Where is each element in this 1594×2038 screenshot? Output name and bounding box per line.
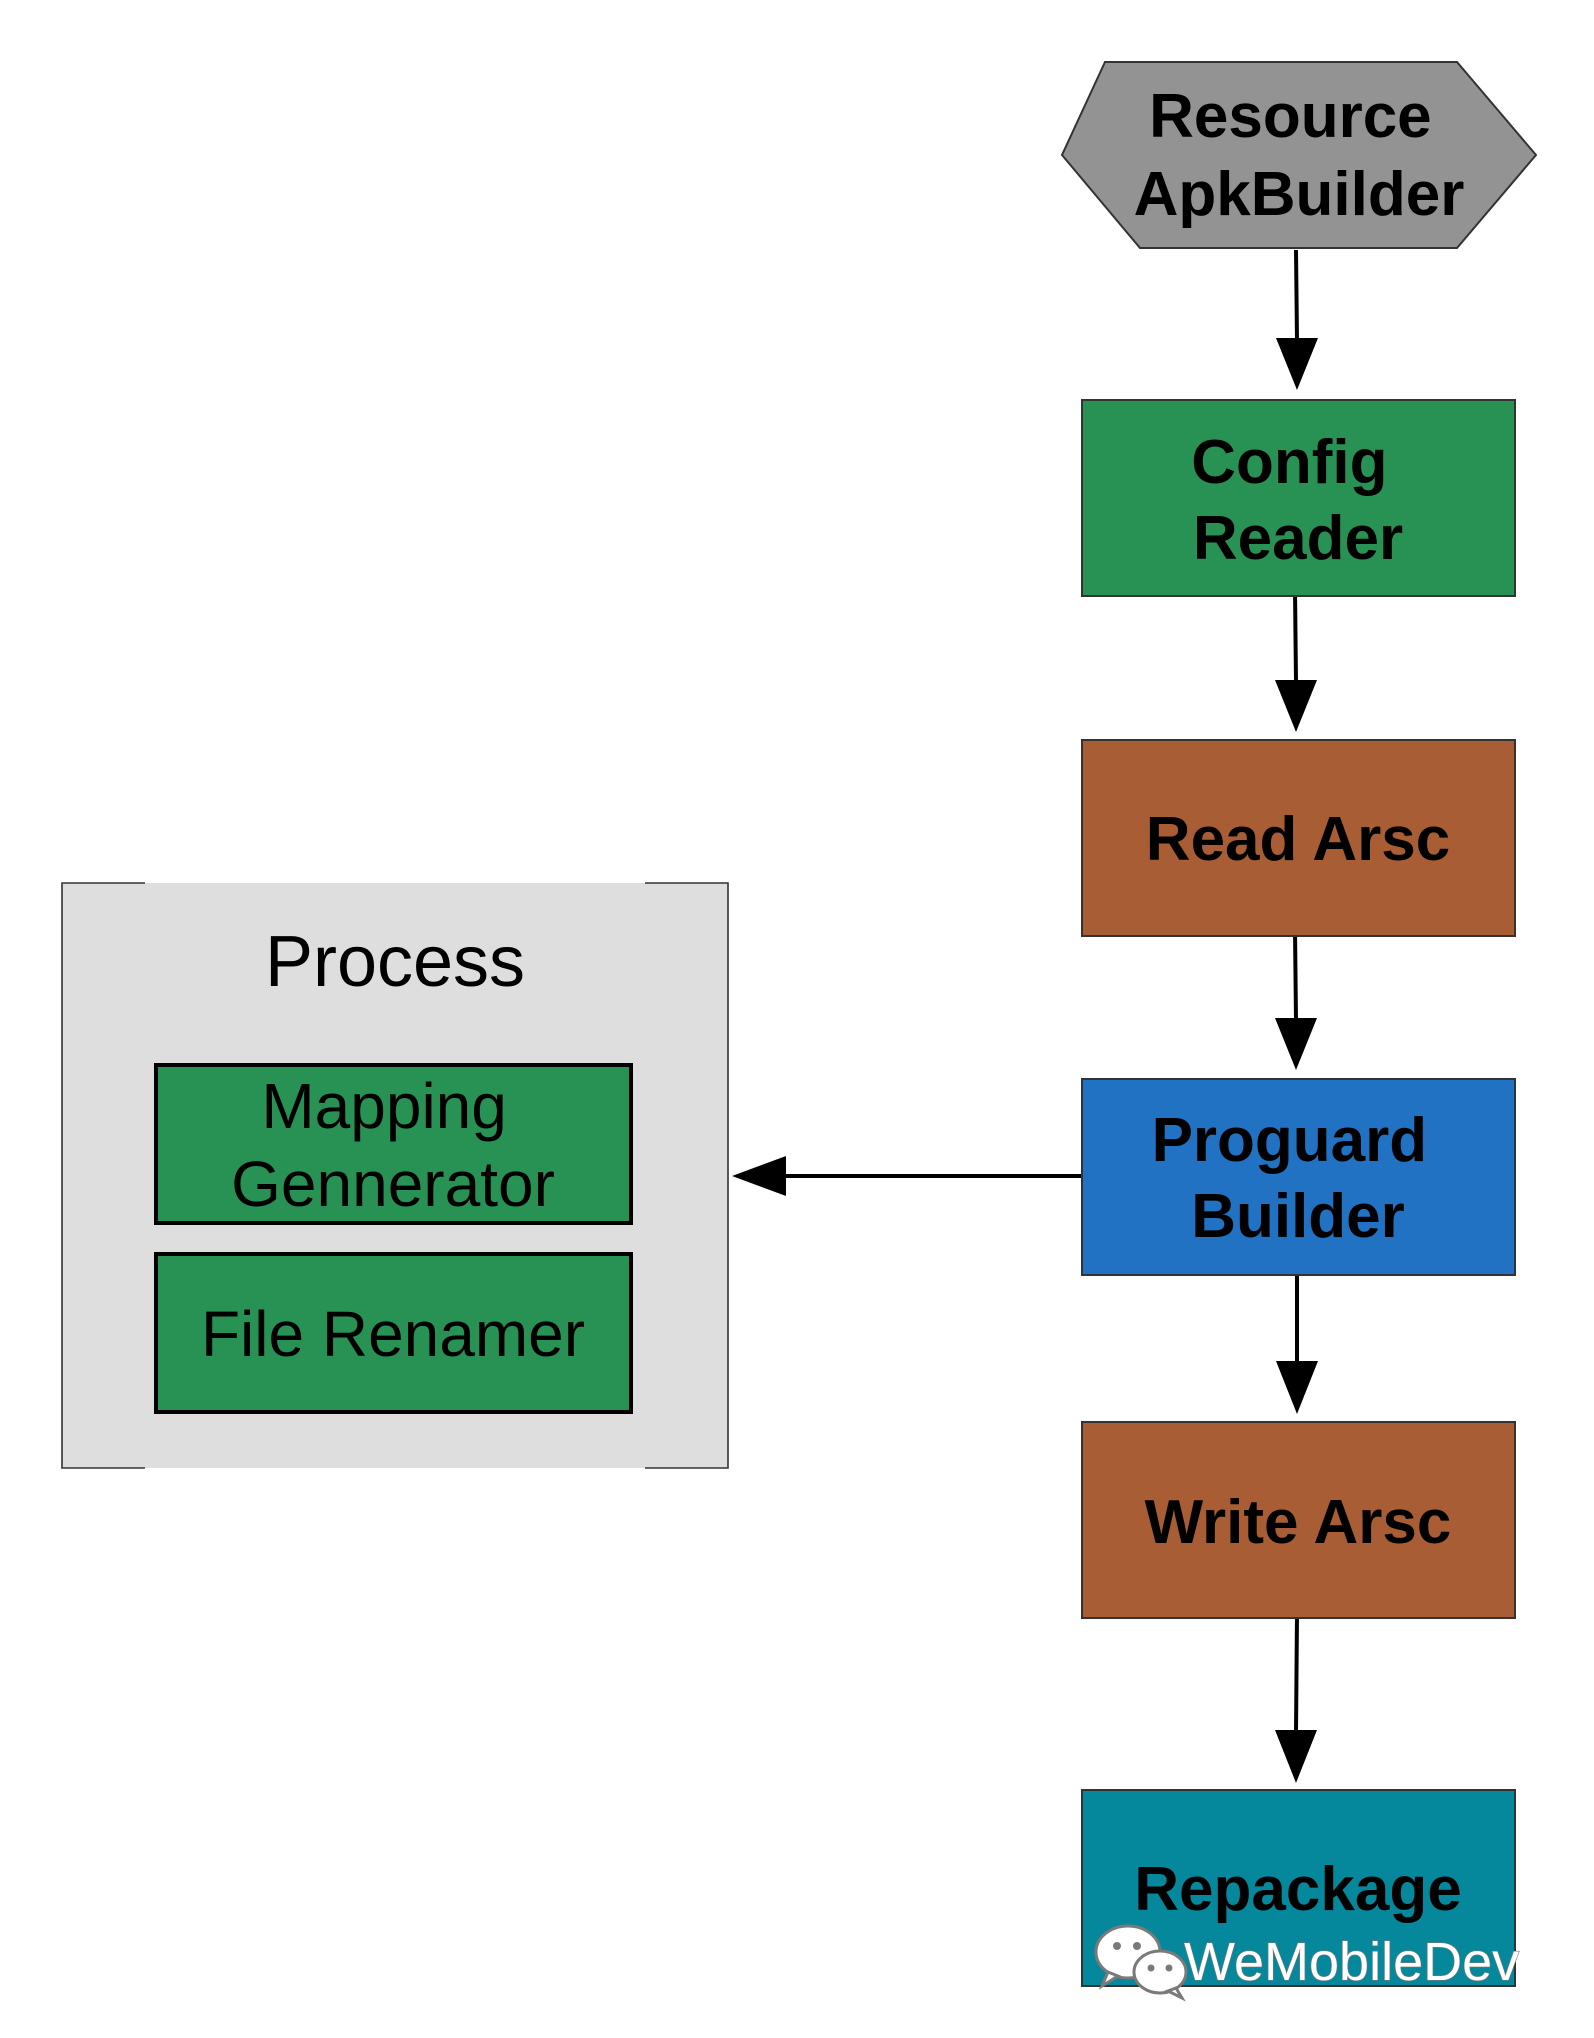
node-read-arsc	[1081, 739, 1516, 937]
node-proguard-builder-label: Proguard Builder	[1152, 1106, 1445, 1251]
watermark-text: WeMobileDev	[1184, 1932, 1519, 1992]
process-item-mapping-generator-label: Mapping Gennerator	[231, 1070, 555, 1220]
node-write-arsc-label: Write Arsc	[1145, 1488, 1452, 1557]
node-config-reader-label: Config Reader	[1191, 428, 1405, 573]
edge-resource-to-config	[1294, 249, 1299, 341]
process-group: Process Mapping Gennerator File Renamer	[61, 882, 729, 1469]
process-item-mapping-generator	[154, 1063, 633, 1225]
edge-read-to-proguard	[1293, 929, 1298, 1021]
arrowhead-process	[732, 1156, 786, 1196]
arrowhead-config	[1276, 338, 1318, 390]
config-reader-line-1: Config	[1191, 428, 1387, 497]
arrowhead-proguard	[1275, 1018, 1317, 1070]
edge-config-to-read	[1293, 589, 1298, 683]
proguard-builder-line-2: Builder	[1191, 1182, 1405, 1251]
pipeline-nodes: Resource ApkBuilder Config Reader Read A…	[1060, 61, 1538, 1987]
process-group-title: Process	[265, 922, 525, 1002]
edge-write-to-repackage	[1294, 1613, 1299, 1733]
node-repackage-label: Repackage	[1134, 1855, 1461, 1924]
resource-apk-builder-line-2: ApkBuilder	[1134, 160, 1465, 229]
config-reader-line-2: Reader	[1193, 504, 1403, 573]
arrowhead-repackage	[1275, 1730, 1317, 1783]
proguard-builder-line-1: Proguard	[1152, 1106, 1428, 1175]
mapping-generator-line-2: Gennerator	[231, 1148, 555, 1220]
process-item-file-renamer	[154, 1252, 633, 1414]
process-group-corners	[61, 882, 729, 1469]
mapping-generator-line-1: Mapping	[261, 1070, 507, 1142]
node-config-reader	[1081, 399, 1516, 597]
arrowhead-read	[1275, 680, 1317, 732]
resource-apk-builder-line-1: Resource	[1149, 82, 1432, 151]
process-item-file-renamer-label: File Renamer	[201, 1298, 585, 1370]
node-proguard-builder	[1081, 1078, 1516, 1276]
edges	[732, 249, 1318, 1783]
arrowhead-write	[1276, 1361, 1318, 1414]
node-write-arsc	[1081, 1421, 1516, 1619]
watermark: WeMobileDev	[1094, 1924, 1520, 2002]
node-read-arsc-label: Read Arsc	[1146, 805, 1450, 874]
node-resource-apk-builder-label: Resource ApkBuilder	[1134, 82, 1465, 229]
wechat-icon	[1094, 1924, 1188, 2002]
node-resource-apk-builder	[1060, 61, 1538, 249]
